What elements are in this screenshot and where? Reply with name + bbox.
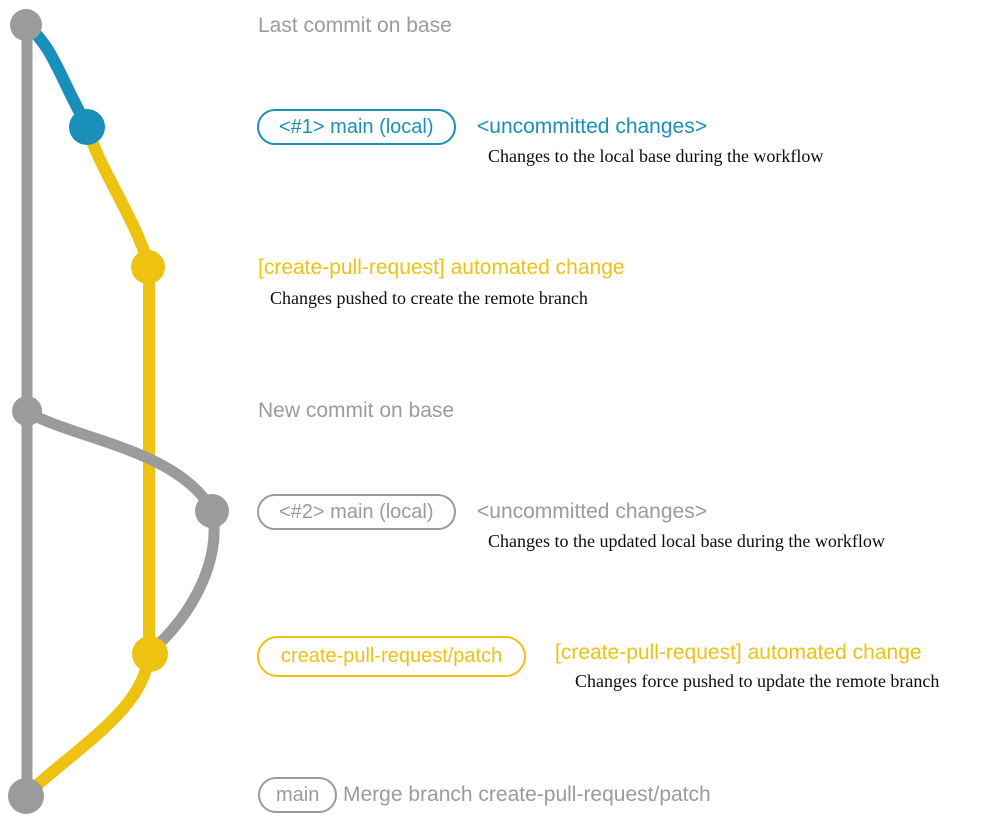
branch-badge-main-local-2: <#2> main (local)	[257, 494, 456, 530]
caption-uncommitted-changes-1: Changes to the local base during the wor…	[488, 146, 824, 166]
branch-badge-main: main	[258, 777, 338, 813]
commit-node-last-commit-on-base	[10, 9, 42, 41]
branch-badge-main-local-1: <#1> main (local)	[257, 109, 456, 145]
commit-message-merge: Merge branch create-pull-request/patch	[343, 783, 711, 806]
milestone-last-commit-on-base: Last commit on base	[258, 14, 452, 37]
commit-node-merge	[8, 778, 44, 814]
commit-message-automated-change-2: [create-pull-request] automated change	[555, 641, 922, 664]
patch-branch-line	[22, 121, 155, 799]
commit-node-new-commit-on-base	[12, 396, 42, 426]
caption-automated-change-2: Changes force pushed to update the remot…	[575, 671, 940, 691]
commit-node-main-local-1	[69, 109, 105, 145]
git-graph	[8, 9, 229, 814]
commit-node-automated-change-2	[132, 636, 168, 672]
commit-message-automated-change-1: [create-pull-request] automated change	[258, 256, 625, 279]
caption-automated-change-1: Changes pushed to create the remote bran…	[270, 288, 588, 308]
commit-node-automated-change-1	[131, 250, 165, 284]
milestone-new-commit-on-base: New commit on base	[258, 399, 455, 422]
branch-badge-create-pull-request-patch: create-pull-request/patch	[257, 636, 527, 677]
rebase-branch-line-out	[21, 406, 218, 516]
status-uncommitted-changes-1: <uncommitted changes>	[477, 115, 707, 138]
commit-node-main-local-2	[195, 494, 229, 528]
rebase-branch-line-in	[146, 504, 220, 656]
caption-uncommitted-changes-2: Changes to the updated local base during…	[488, 531, 885, 551]
status-uncommitted-changes-2: <uncommitted changes>	[477, 500, 707, 523]
main-local-branch-line	[20, 20, 93, 131]
